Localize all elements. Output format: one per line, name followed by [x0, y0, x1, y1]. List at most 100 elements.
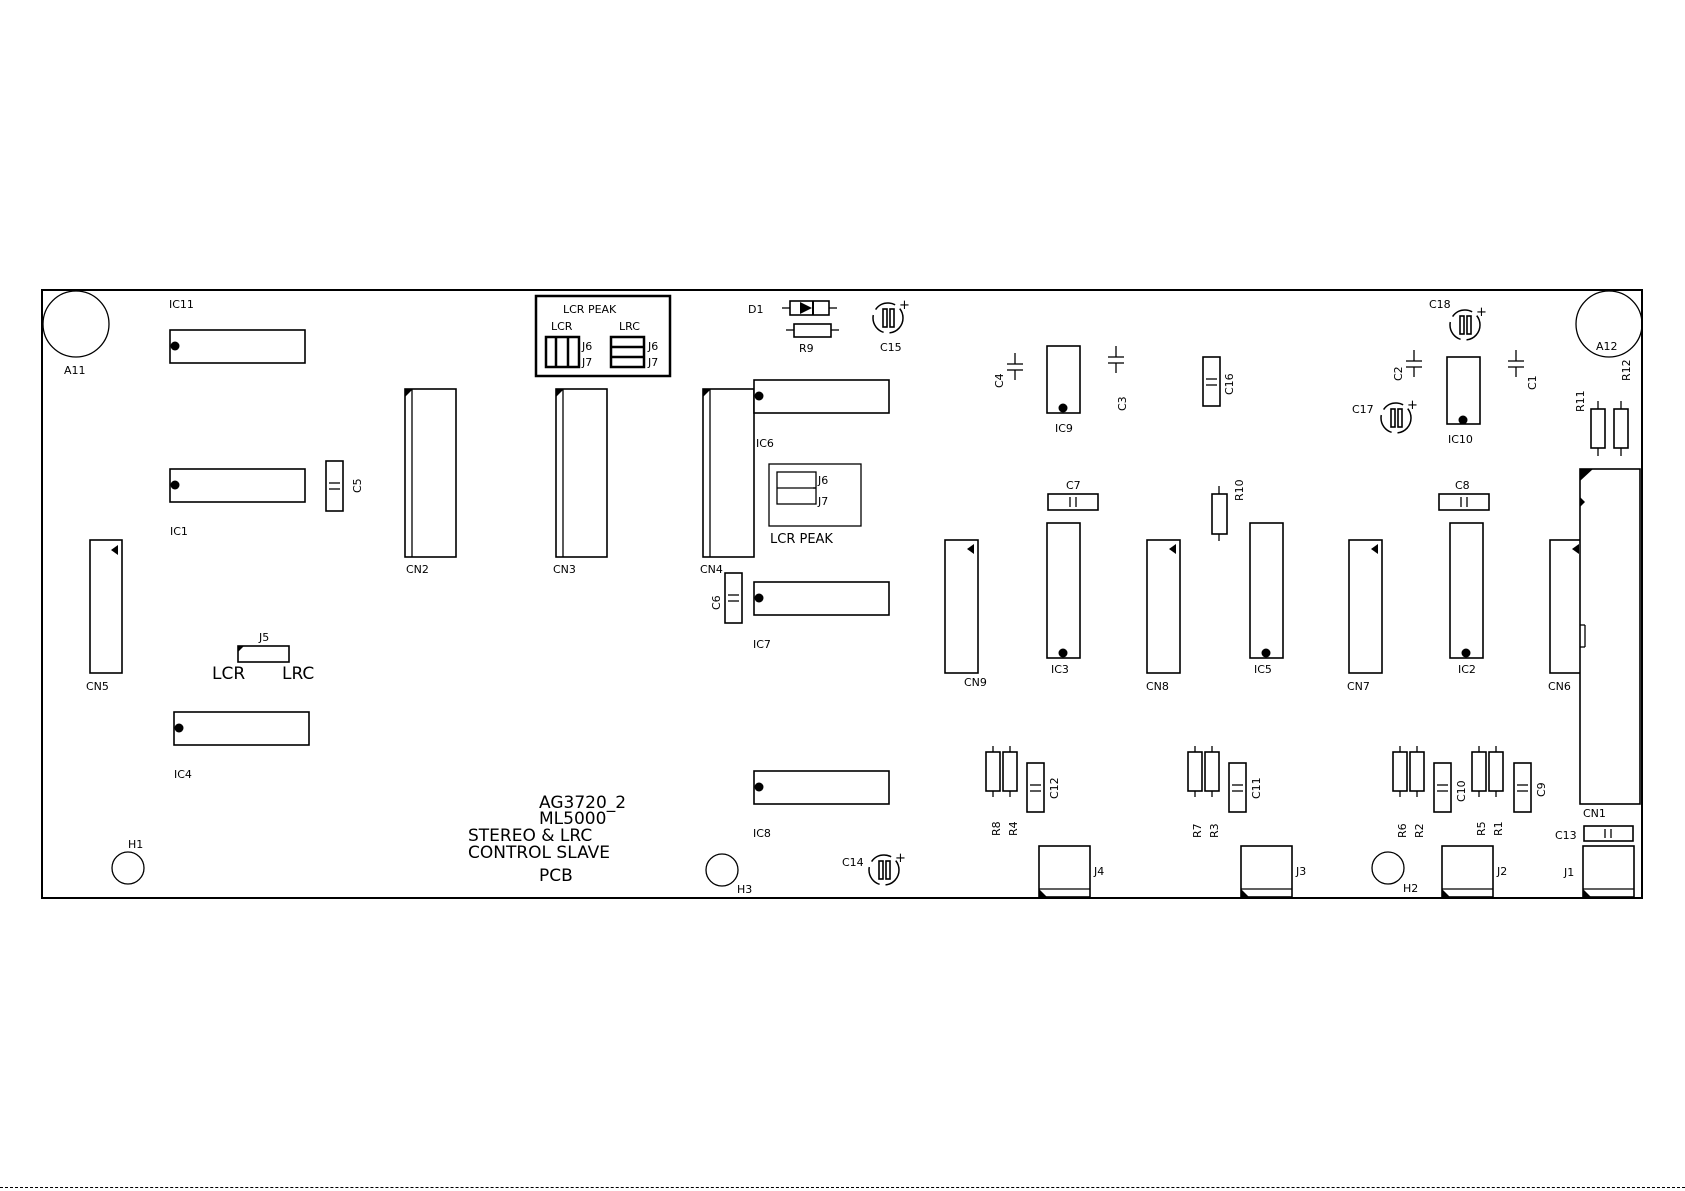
cap-label-c14: C14 — [842, 856, 864, 869]
cap-c17: + — [1380, 398, 1418, 434]
diode-d1 — [782, 300, 837, 316]
board-title-line-1: AG3720_2 — [539, 793, 626, 813]
board-title-line-2: ML5000 — [539, 809, 606, 829]
svg-text:+: + — [1476, 305, 1487, 320]
cap-c1 — [1508, 350, 1524, 377]
connector-cn3 — [555, 388, 608, 558]
cap-c4 — [1007, 353, 1023, 380]
ic11-label: IC11 — [169, 298, 194, 311]
mount-label-a11: A11 — [64, 364, 86, 377]
jack-j3 — [1240, 845, 1293, 898]
jumper-box-j7-left: J7 — [581, 356, 592, 369]
page-bottom-rule — [0, 1187, 1685, 1188]
svg-text:+: + — [895, 851, 906, 866]
ic4-label: IC4 — [174, 768, 192, 781]
connector-label-cn4: CN4 — [700, 563, 723, 576]
connector-label-cn8: CN8 — [1146, 680, 1169, 693]
ic6-label: IC6 — [756, 437, 774, 450]
ic10 — [1446, 356, 1481, 425]
cap-label-c4: C4 — [993, 373, 1006, 388]
ic9-label: IC9 — [1055, 422, 1073, 435]
ic6 — [753, 379, 890, 414]
jumper-box-left: LCR — [551, 320, 573, 333]
cap-label-c2: C2 — [1392, 366, 1405, 381]
mount-label-h3: H3 — [737, 883, 752, 896]
resistor-r10 — [1211, 486, 1228, 541]
cap-label-c5: C5 — [351, 478, 364, 493]
cap-c9 — [1513, 762, 1532, 813]
jumper-small-caption: LCR PEAK — [770, 532, 833, 547]
cap-label-c9: C9 — [1535, 782, 1548, 797]
ic4 — [173, 711, 310, 746]
jack-j4 — [1038, 845, 1091, 898]
resistor-r9 — [786, 323, 839, 338]
ic7 — [753, 581, 890, 616]
ic2 — [1449, 522, 1484, 659]
cap-c18: + — [1449, 305, 1487, 341]
svg-text:+: + — [1407, 398, 1418, 413]
connector-label-cn7: CN7 — [1347, 680, 1370, 693]
resistor-label-r10: R10 — [1233, 479, 1246, 501]
jack-label-j3: J3 — [1295, 865, 1306, 878]
jumper-small-j6-j7 — [768, 463, 862, 527]
jack-label-j2: J2 — [1496, 865, 1507, 878]
jack-label-j4: J4 — [1093, 865, 1104, 878]
connector-label-cn1: CN1 — [1583, 807, 1606, 820]
board-title-block: AG3720_2 ML5000 STEREO & LRC CONTROL SLA… — [468, 793, 626, 886]
cap-label-c10: C10 — [1455, 780, 1468, 802]
resistor-label-r3: R3 — [1208, 823, 1221, 838]
resistor-label-r12: R12 — [1620, 359, 1633, 381]
ic10-label: IC10 — [1448, 433, 1473, 446]
cap-label-c11: C11 — [1250, 777, 1263, 799]
cap-label-c17: C17 — [1352, 403, 1374, 416]
jumper-j5-right: LRC — [282, 664, 314, 684]
mount-label-h1: H1 — [128, 838, 143, 851]
connector-label-cn2: CN2 — [406, 563, 429, 576]
ic11 — [169, 329, 306, 364]
cap-label-c7: C7 — [1066, 479, 1081, 492]
resistor-label-r9: R9 — [799, 342, 814, 355]
resistor-label-r2: R2 — [1413, 823, 1426, 838]
ic1 — [169, 468, 306, 503]
connector-cn5 — [89, 539, 123, 674]
cap-c6 — [724, 572, 743, 624]
cap-label-c1: C1 — [1526, 375, 1539, 390]
connector-cn6 — [1549, 539, 1584, 674]
resistor-r5 — [1471, 746, 1487, 797]
resistor-label-r1: R1 — [1492, 821, 1505, 836]
mount-hole-a12 — [1575, 290, 1643, 358]
cap-c12 — [1026, 762, 1045, 813]
ic1-label: IC1 — [170, 525, 188, 538]
cap-label-c16: C16 — [1223, 373, 1236, 395]
cap-c15: + — [872, 298, 910, 334]
cap-c5 — [325, 460, 344, 512]
jumper-box-j6-right: J6 — [647, 340, 658, 353]
resistor-label-r5: R5 — [1475, 821, 1488, 836]
mount-label-a12: A12 — [1596, 340, 1618, 353]
resistor-label-r11: R11 — [1574, 390, 1587, 412]
resistor-r7 — [1187, 746, 1203, 797]
connector-cn2 — [404, 388, 457, 558]
resistor-label-r7: R7 — [1191, 823, 1204, 838]
resistor-label-r8: R8 — [990, 821, 1003, 836]
resistor-r12 — [1613, 401, 1629, 456]
mount-hole-h3 — [705, 853, 739, 887]
ic3 — [1046, 522, 1081, 659]
ic7-label: IC7 — [753, 638, 771, 651]
resistor-r8 — [985, 746, 1001, 797]
ic8 — [753, 770, 890, 805]
ic3-label: IC3 — [1051, 663, 1069, 676]
jack-j2 — [1441, 845, 1494, 898]
cap-label-c6: C6 — [710, 595, 723, 610]
resistor-r11 — [1590, 401, 1606, 456]
cap-c8 — [1438, 493, 1490, 511]
cap-c10 — [1433, 762, 1452, 813]
cap-label-c18: C18 — [1429, 298, 1451, 311]
cap-c2 — [1406, 350, 1422, 377]
cap-c7 — [1047, 493, 1099, 511]
jumper-j5-left: LCR — [212, 664, 245, 684]
cap-label-c15: C15 — [880, 341, 902, 354]
resistor-label-r4: R4 — [1007, 821, 1020, 836]
ic8-label: IC8 — [753, 827, 771, 840]
jumper-small-j6: J6 — [817, 474, 828, 487]
